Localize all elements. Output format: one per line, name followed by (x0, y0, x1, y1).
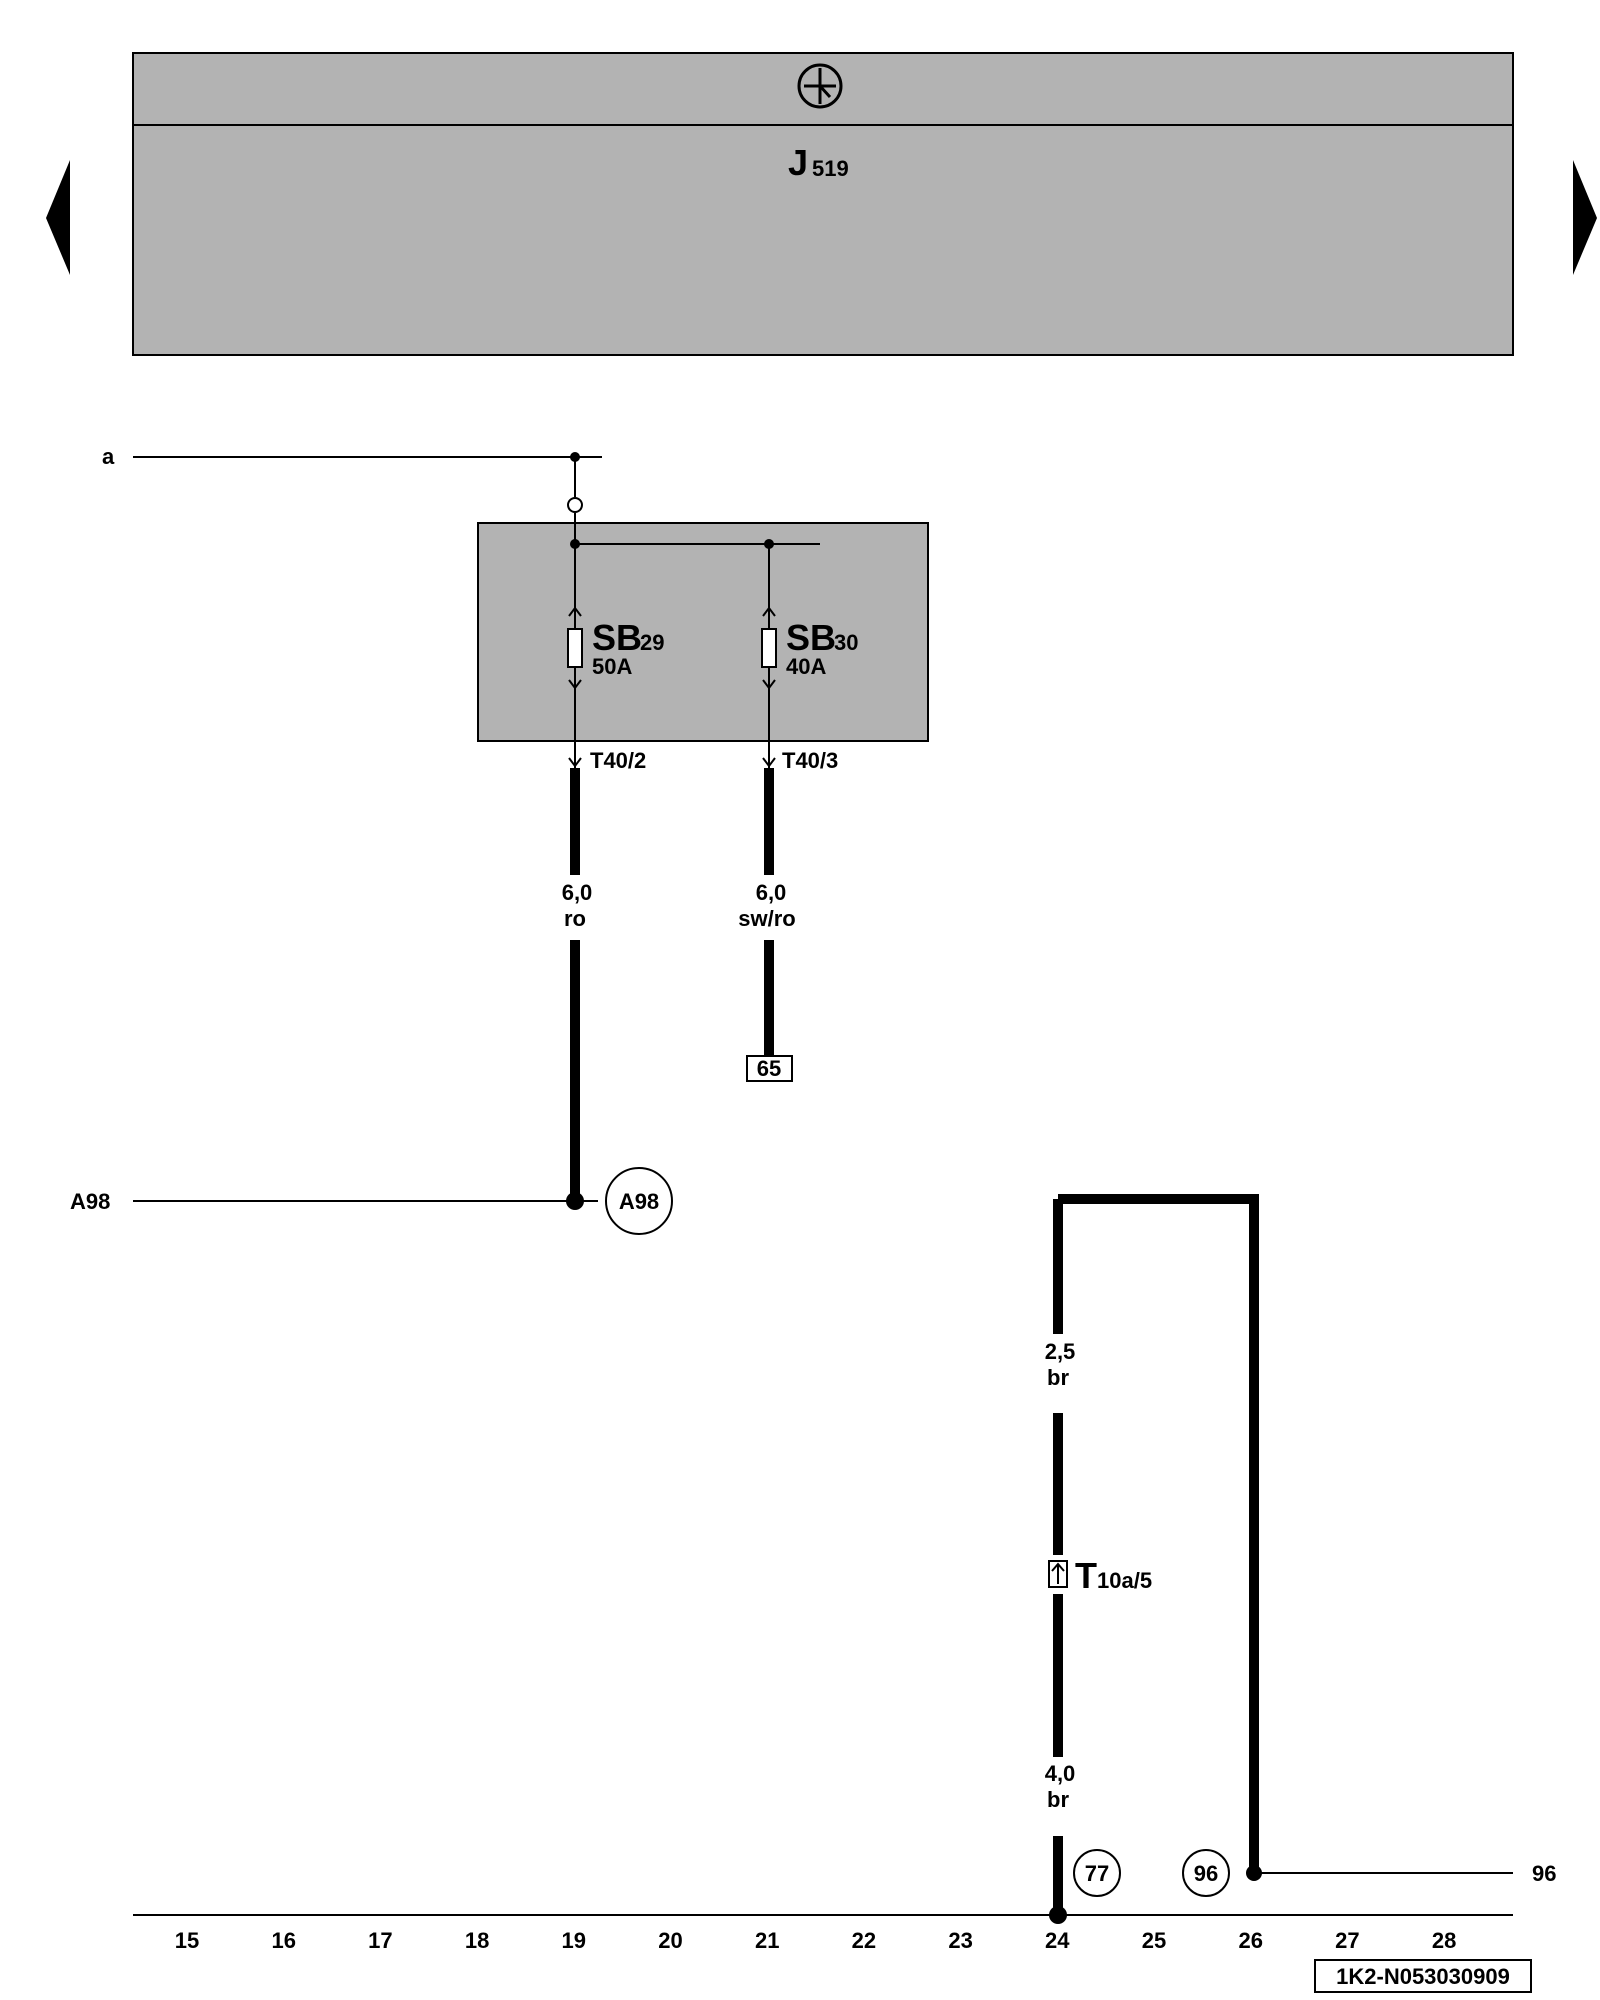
fuse-sb29-id: SB (592, 617, 642, 658)
wire-color: ro (564, 906, 586, 931)
left-label-a: a (102, 444, 115, 469)
fuse-sb30-pin: T40/3 (782, 748, 838, 773)
scale-number: 20 (658, 1928, 682, 1953)
scale-number: 24 (1045, 1928, 1070, 1953)
circuit-ref-77[interactable] (1073, 1849, 1121, 1897)
junction-dot (1049, 1906, 1067, 1924)
fuse-icon (567, 606, 583, 768)
control-unit-panel: J 519 (132, 52, 1514, 356)
ground-symbol-icon (797, 63, 843, 109)
wire-color: br (1047, 1365, 1069, 1390)
wire-size: 6,0 (756, 880, 787, 905)
connector-icon (1048, 1560, 1068, 1588)
fuse-icon (761, 606, 777, 768)
scale-number: 23 (948, 1928, 972, 1953)
right-label-96: 96 (1532, 1861, 1556, 1886)
scale-numbers: 15 16 17 18 19 20 21 22 23 24 25 26 27 28 (175, 1928, 1457, 1953)
ground-point-label: A98 (619, 1189, 659, 1214)
fuse-box (477, 522, 929, 742)
wire-size: 6,0 (562, 880, 593, 905)
wire-size: 2,5 (1045, 1339, 1076, 1364)
reference-box-label: 65 (757, 1056, 781, 1081)
wire-labels: 6,0 ro 6,0 sw/ro 2,5 br 4,0 br (562, 880, 1076, 1812)
fuse-sb29-rating: 50A (592, 654, 632, 679)
junction-dot (566, 1192, 584, 1210)
fuse-sb30-rating: 40A (786, 654, 826, 679)
junction-dot (570, 452, 580, 462)
junctions (566, 452, 1262, 1924)
circuit-ref-96[interactable] (1182, 1849, 1230, 1897)
scale-number: 22 (852, 1928, 876, 1953)
scale-number: 18 (465, 1928, 489, 1953)
connector-sub: 10a/5 (1097, 1568, 1152, 1593)
circuit-ref-77-label: 77 (1085, 1861, 1109, 1886)
scale-number: 16 (271, 1928, 295, 1953)
wire-color: sw/ro (738, 906, 795, 931)
connector-id: T (1075, 1555, 1097, 1596)
fuse-sb29-pin: T40/2 (590, 748, 646, 773)
scale-number: 15 (175, 1928, 199, 1953)
reference-box[interactable] (746, 1055, 793, 1082)
scale-number: 17 (368, 1928, 392, 1953)
scale-number: 19 (562, 1928, 586, 1953)
thick-wires (570, 768, 1259, 1915)
nav-next-arrow-icon[interactable] (1573, 160, 1597, 275)
open-terminal-icon (567, 497, 583, 513)
ground-point-circle[interactable] (605, 1167, 673, 1235)
left-label-a98: A98 (70, 1189, 110, 1214)
component-id: J (788, 142, 808, 183)
scale-number: 27 (1335, 1928, 1359, 1953)
fuse-sb29-sub: 29 (640, 630, 664, 655)
wire-color: br (1047, 1787, 1069, 1812)
figure-code: 1K2-N053030909 (1336, 1964, 1510, 1989)
wire-size: 4,0 (1045, 1761, 1076, 1786)
fuse-sb30-id: SB (786, 617, 836, 658)
junction-dot (1246, 1865, 1262, 1881)
scale-number: 25 (1142, 1928, 1166, 1953)
junction-dot (764, 539, 774, 549)
scale-number: 21 (755, 1928, 779, 1953)
junction-dot (570, 539, 580, 549)
figure-code-box (1314, 1959, 1532, 1993)
fuse-sb30-sub: 30 (834, 630, 858, 655)
circuit-ref-96-label: 96 (1194, 1861, 1218, 1886)
scale-number: 28 (1432, 1928, 1456, 1953)
nav-prev-arrow-icon[interactable] (46, 160, 70, 275)
scale-number: 26 (1238, 1928, 1262, 1953)
component-sub: 519 (812, 156, 849, 181)
